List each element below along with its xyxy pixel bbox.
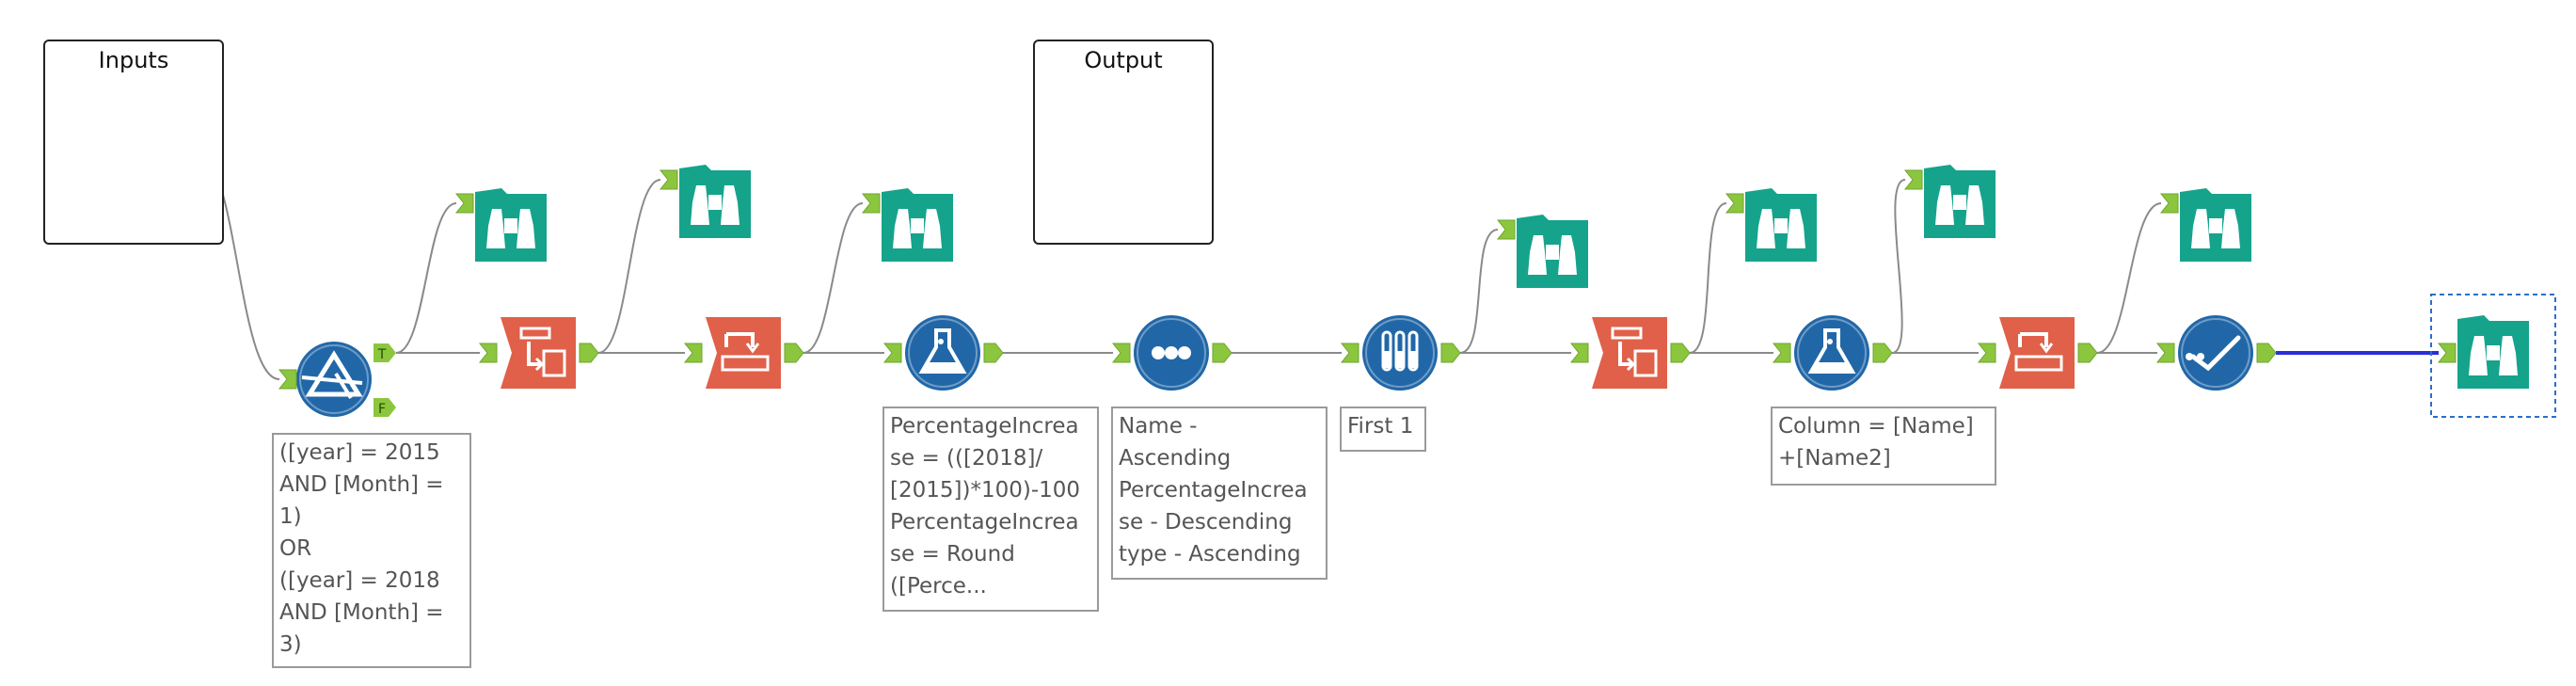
- sample-annotation: First 1: [1340, 407, 1426, 452]
- test-tubes-icon[interactable]: [1362, 315, 1438, 391]
- input-anchor[interactable]: [1569, 343, 1589, 363]
- input-anchor[interactable]: [659, 169, 678, 190]
- output-anchor[interactable]: [1212, 343, 1232, 363]
- binoculars-icon[interactable]: [679, 165, 751, 238]
- output-container[interactable]: Output: [1033, 40, 1214, 245]
- checkmark-icon[interactable]: [2178, 315, 2253, 391]
- filter-true-anchor[interactable]: T: [374, 343, 396, 362]
- output-anchor[interactable]: [1872, 343, 1893, 363]
- input-anchor[interactable]: [2159, 193, 2179, 214]
- sort-annotation: Name - Ascending PercentageIncrea se - D…: [1111, 407, 1328, 580]
- input-anchor[interactable]: [2155, 343, 2175, 363]
- input-anchor[interactable]: [1977, 343, 1996, 363]
- flask-icon[interactable]: [1794, 315, 1869, 391]
- formula-2-annotation: Column = [Name] +[Name2]: [1771, 407, 1996, 486]
- output-anchor[interactable]: [983, 343, 1004, 363]
- binoculars-icon[interactable]: [882, 188, 953, 262]
- input-anchor[interactable]: [1725, 193, 1744, 214]
- connection-wire[interactable]: [597, 179, 661, 354]
- input-anchor[interactable]: [861, 193, 881, 214]
- output-anchor[interactable]: [2256, 343, 2277, 363]
- flask-icon[interactable]: [905, 315, 980, 391]
- cross-tab-icon[interactable]: [1592, 317, 1667, 389]
- workflow-tools: TF: [92, 109, 2556, 418]
- inputs-container[interactable]: Inputs: [43, 40, 224, 245]
- transpose-icon[interactable]: [706, 317, 781, 389]
- binoculars-icon[interactable]: [475, 188, 547, 262]
- connection-wire[interactable]: [1689, 202, 1727, 354]
- formula-1-annotation: PercentageIncrea se = (([2018]/ [2015])*…: [883, 407, 1099, 612]
- inputs-container-title: Inputs: [98, 47, 169, 73]
- input-anchor[interactable]: [883, 343, 902, 363]
- binoculars-icon[interactable]: [2457, 315, 2529, 389]
- filter-triangle-icon[interactable]: [296, 342, 372, 417]
- connection-wire[interactable]: [1891, 179, 1906, 354]
- selection-outline: [2430, 294, 2556, 418]
- output-anchor[interactable]: [2077, 343, 2098, 363]
- transpose-icon[interactable]: [1999, 317, 2075, 389]
- output-anchor[interactable]: [579, 343, 599, 363]
- filter-annotation: ([year] = 2015 AND [Month] = 1) OR ([yea…: [272, 433, 471, 668]
- connection-wire[interactable]: [395, 202, 457, 354]
- output-anchor[interactable]: [1670, 343, 1691, 363]
- input-anchor[interactable]: [1340, 343, 1360, 363]
- input-anchor[interactable]: [1903, 169, 1923, 190]
- input-anchor[interactable]: [478, 343, 498, 363]
- binoculars-icon[interactable]: [1517, 215, 1588, 288]
- input-anchor[interactable]: [454, 193, 474, 214]
- output-anchor[interactable]: [784, 343, 804, 363]
- filter-true-label: T: [377, 347, 387, 362]
- input-anchor[interactable]: [1496, 219, 1516, 240]
- filter-false-anchor[interactable]: F: [374, 398, 396, 417]
- cross-tab-icon[interactable]: [501, 317, 576, 389]
- connection-wire[interactable]: [803, 202, 864, 354]
- connection-wire[interactable]: [2096, 202, 2162, 354]
- binoculars-icon[interactable]: [2180, 188, 2251, 262]
- connection-wire[interactable]: [1459, 229, 1499, 354]
- output-anchor[interactable]: [1440, 343, 1461, 363]
- input-anchor[interactable]: [1772, 343, 1791, 363]
- binoculars-icon[interactable]: [1924, 165, 1996, 238]
- dots-icon[interactable]: [1134, 315, 1209, 391]
- input-anchor[interactable]: [1111, 343, 1131, 363]
- binoculars-icon[interactable]: [1745, 188, 1817, 262]
- filter-false-label: F: [378, 402, 386, 417]
- input-anchor[interactable]: [683, 343, 703, 363]
- output-container-title: Output: [1084, 47, 1163, 73]
- input-anchor[interactable]: [2437, 343, 2457, 363]
- input-anchor[interactable]: [278, 369, 297, 390]
- connection-wires: [195, 150, 2439, 380]
